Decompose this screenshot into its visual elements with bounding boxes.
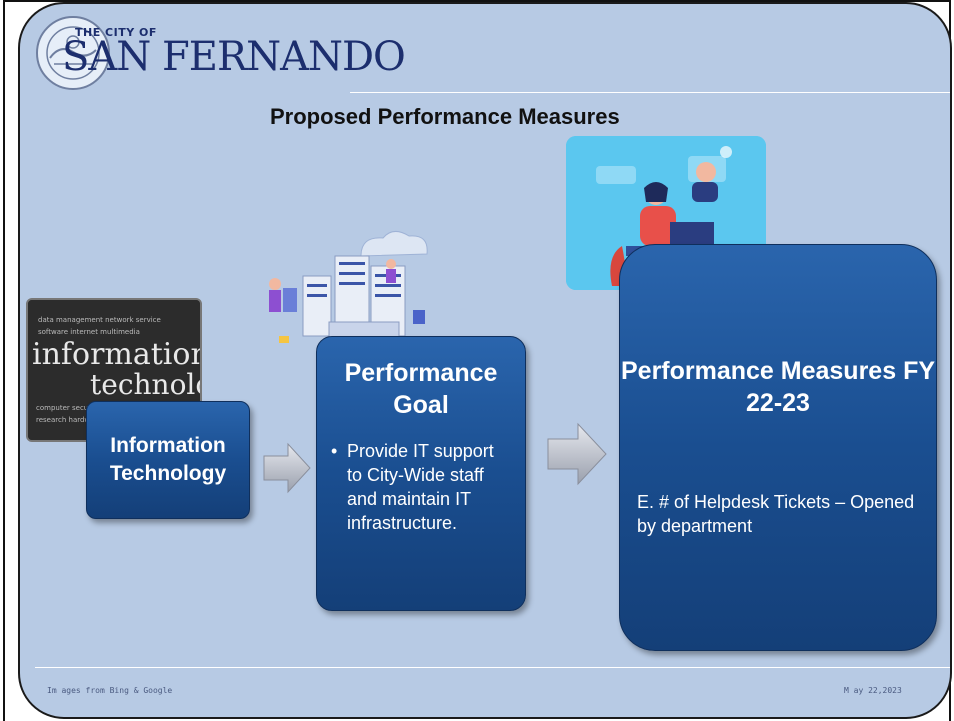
performance-measures-box: Performance Measures FY 22-23 E. # of He… (619, 244, 937, 651)
header-rule (350, 92, 950, 93)
footer-date: M ay 22,2023 (844, 686, 902, 695)
svg-text:technology: technology (90, 368, 200, 401)
logo-city-name: SAN FERNANDO (62, 34, 406, 80)
measures-heading: Performance Measures FY 22-23 (620, 357, 936, 417)
goal-bullet: • Provide IT support to City-Wide staff … (331, 439, 511, 535)
server-cloud-illustration (269, 231, 428, 349)
footer-rule (35, 667, 950, 668)
department-box: Information Technology (86, 401, 250, 519)
goal-text: Provide IT support to City-Wide staff an… (347, 441, 494, 533)
city-seal-icon (36, 16, 110, 90)
footer-credit: Im ages from Bing & Google (47, 686, 173, 695)
logo-city-of: THE CITY OF (75, 26, 157, 39)
arrow-right-icon (547, 422, 607, 486)
arrow-right-icon (263, 442, 311, 494)
measure-item: E. # of Helpdesk Tickets – Opened by dep… (637, 492, 915, 536)
slide-title: Proposed Performance Measures (270, 104, 620, 129)
svg-text:software internet multimedia: software internet multimedia (38, 328, 140, 336)
svg-text:research hardware mobility: research hardware mobility (36, 416, 132, 424)
performance-goal-box: Performance Goal • Provide IT support to… (316, 336, 526, 611)
svg-text:data management network ser: data management network service (38, 316, 161, 324)
slide-panel: THE CITY OF SAN FERNANDO Proposed Perfor… (18, 2, 952, 719)
svg-text:information: information (32, 337, 200, 372)
department-label: Information Technology (109, 434, 227, 485)
bullet-icon: • (331, 441, 338, 461)
goal-heading: Performance Goal (344, 359, 498, 419)
